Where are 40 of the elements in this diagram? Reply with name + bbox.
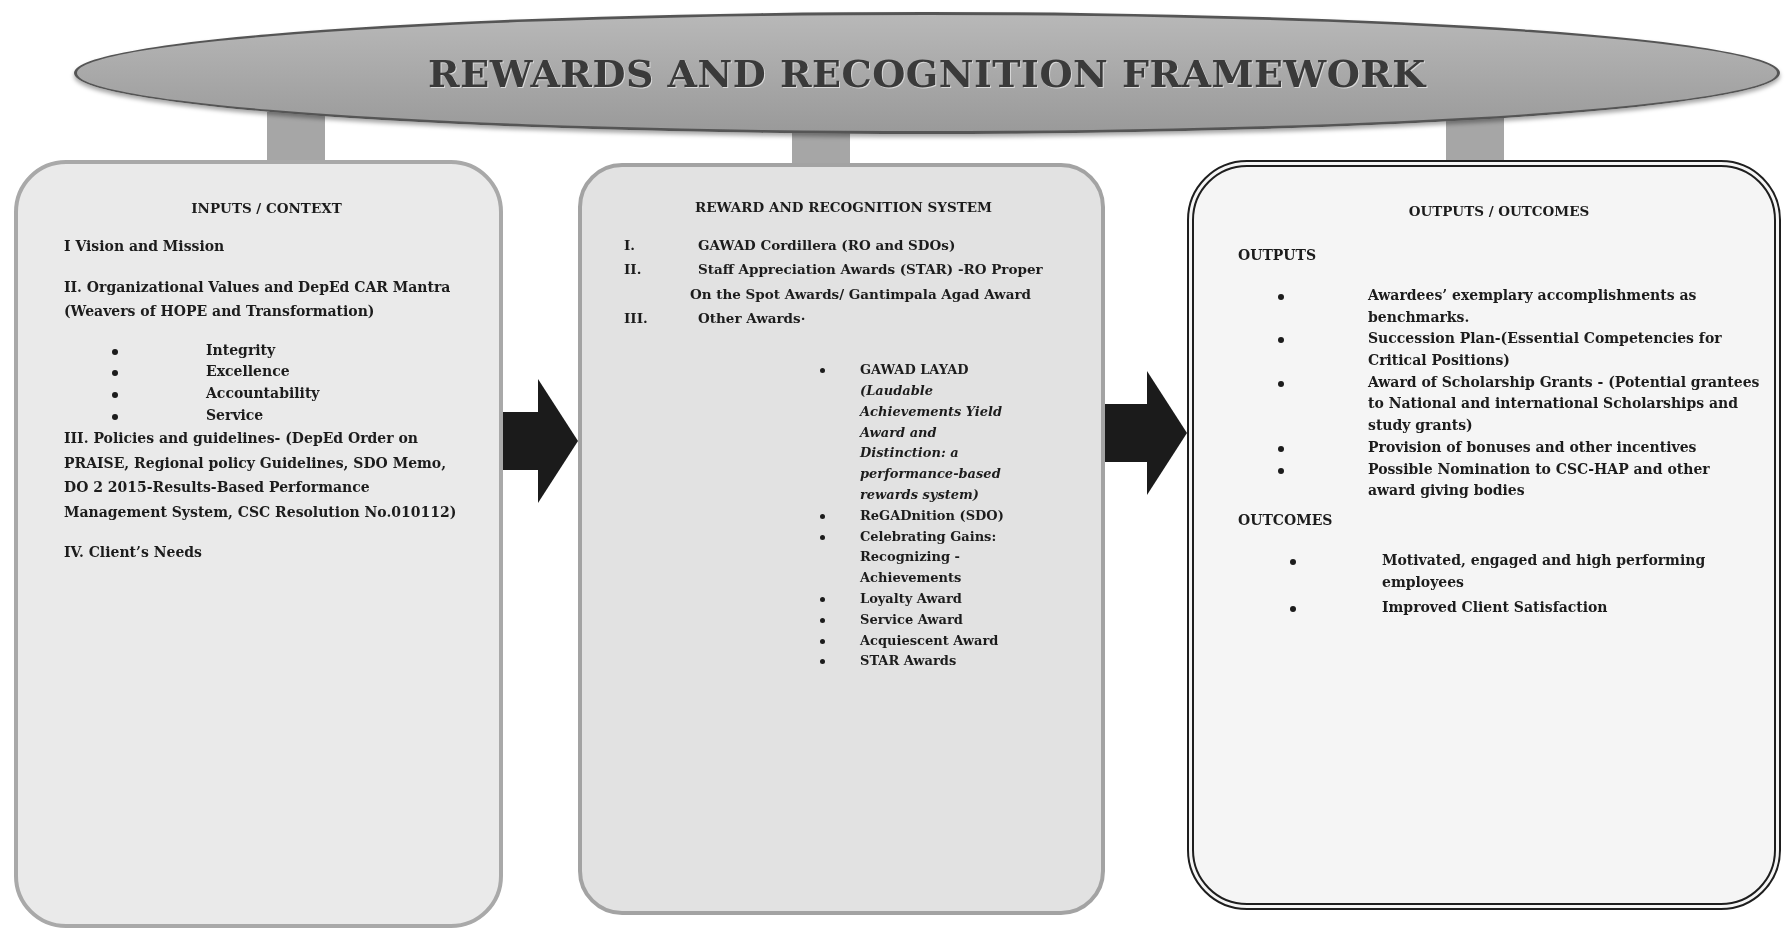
- paragraph: III. Policies and guidelines- (DepEd Order on PRAISE, Regional policy Guidelines, SDO Memo, DO 2 2015-Results-Based Performance Management System, CSC Resolution No.010112): [64, 429, 458, 522]
- bullet-item: Loyalty Award: [818, 588, 1020, 610]
- list-item: Staff Appreciation Awards (STAR) -RO Proper: [698, 260, 1044, 280]
- panel-heading: OUTPUTS / OUTCOMES: [1407, 203, 1591, 219]
- roman-numeral: II.: [623, 260, 643, 280]
- roman-numeral: III.: [623, 308, 649, 328]
- section-heading: OUTPUTS: [1238, 247, 1318, 263]
- panel-heading: REWARD AND RECOGNITION SYSTEM: [694, 199, 993, 215]
- bullet-item: Possible Nomination to CSC-HAP and other award giving bodies: [1276, 458, 1760, 502]
- bullet-item: STAR Awards: [818, 651, 1020, 673]
- roman-numeral: I.: [623, 236, 636, 255]
- bullet-item: Service: [110, 404, 469, 427]
- list-item: GAWAD Cordillera (RO and SDOs): [698, 236, 957, 255]
- bullet-item: GAWAD LAYAD (Laudable Achievements Yield Award and Distinction: a performance-based rewards system): [818, 360, 1020, 506]
- bullet-item: Succession Plan-(Essential Competencies for Critical Positions): [1276, 328, 1760, 372]
- title-text: REWARDS AND RECOGNITION FRAMEWORK: [428, 50, 1426, 96]
- bullet-item: Accountability: [110, 382, 469, 405]
- paragraph: II. Organizational Values and DepEd CAR Mantra (Weavers of HOPE and Transformation): [64, 277, 452, 321]
- paragraph: IV. Client’s Needs: [64, 543, 203, 563]
- bullet-item: Awardees’ exemplary accomplishments as benchmarks.: [1276, 285, 1760, 329]
- section-heading: OUTCOMES: [1238, 511, 1334, 528]
- bullet-item: Celebrating Gains: Recognizing - Achievements: [818, 526, 1020, 589]
- bullet-item: Improved Client Satisfaction: [1284, 597, 1760, 619]
- bullet-item: Award of Scholarship Grants - (Potential grantees to National and international Scholarships and study grants): [1276, 371, 1760, 437]
- bullet-item: ReGADnition (SDO): [818, 505, 1020, 527]
- panel-heading: INPUTS / CONTEXT: [190, 200, 343, 216]
- block-arrow: [1105, 371, 1187, 495]
- bullet-item: Motivated, engaged and high performing employees: [1284, 549, 1760, 594]
- bullet-item: Excellence: [110, 361, 469, 383]
- rounded-panel: [14, 160, 503, 928]
- bullet-item: Provision of bonuses and other incentives: [1276, 436, 1760, 459]
- bullet-item: Service Award: [818, 609, 1020, 631]
- block-arrow: [503, 379, 578, 503]
- bullet-item: Acquiescent Award: [818, 630, 1020, 652]
- rounded-panel: [1187, 160, 1781, 910]
- rounded-panel: [578, 163, 1105, 915]
- bullet-item: Integrity: [110, 339, 469, 362]
- paragraph: I Vision and Mission: [64, 237, 226, 256]
- list-item: On the Spot Awards/ Gantimpala Agad Award: [690, 284, 1032, 304]
- list-item: Other Awards·: [698, 308, 807, 328]
